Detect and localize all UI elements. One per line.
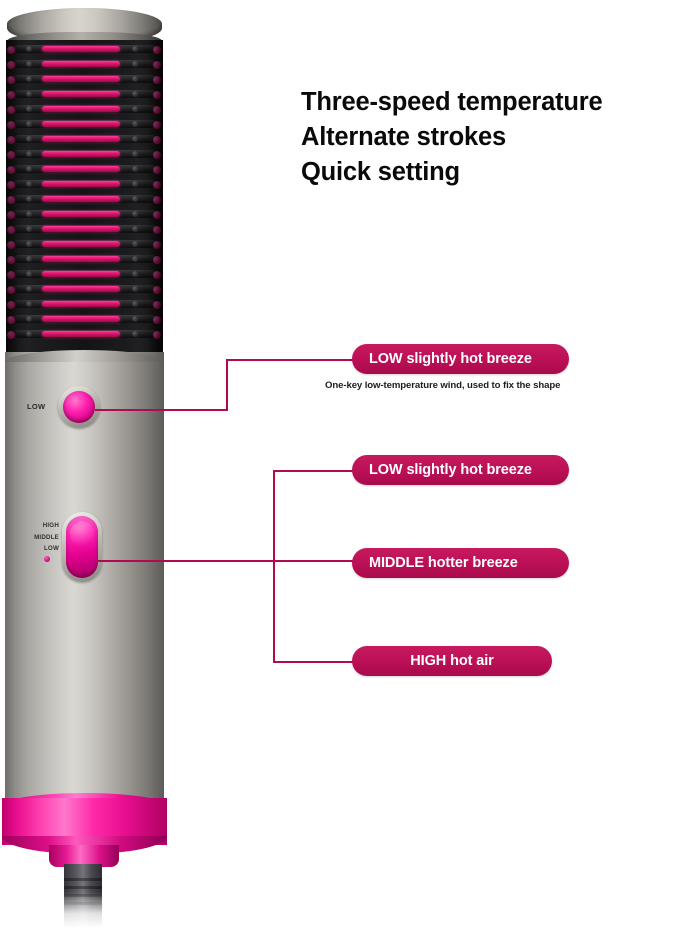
speed-switch-labels: HIGH MIDDLE LOW bbox=[31, 520, 59, 555]
connector-2-branch-mid bbox=[273, 560, 354, 562]
connector-2-branch-bottom bbox=[273, 661, 354, 663]
hair-dryer-brush-image: LOW HIGH MIDDLE LOW bbox=[0, 0, 200, 928]
headline-line-2: Alternate strokes bbox=[301, 123, 506, 151]
callout-pill-low-label: LOW slightly hot breeze bbox=[369, 462, 532, 478]
connector-1-segment-b bbox=[226, 359, 228, 411]
callout-subtitle: One-key low-temperature wind, used to fi… bbox=[325, 380, 561, 391]
speed-label-low: LOW bbox=[43, 545, 59, 552]
low-power-button[interactable] bbox=[63, 391, 95, 423]
page-title: Three-speed temperature Alternate stroke… bbox=[301, 85, 679, 190]
low-button-label: LOW bbox=[27, 402, 46, 411]
callout-pill-low[interactable]: LOW slightly hot breeze bbox=[352, 455, 569, 485]
brush-head-bristles bbox=[6, 40, 163, 356]
headline-line-1: Three-speed temperature bbox=[301, 88, 603, 116]
callout-pill-middle-label: MIDDLE hotter breeze bbox=[369, 555, 518, 571]
connector-2-stem bbox=[95, 560, 275, 562]
headline-line-3: Quick setting bbox=[301, 158, 460, 186]
base-collar-step bbox=[49, 845, 119, 867]
speed-label-middle: MIDDLE bbox=[34, 533, 59, 541]
speed-slider-knob[interactable] bbox=[66, 516, 98, 578]
cord-fade-overlay bbox=[60, 892, 106, 928]
handle-top-edge bbox=[5, 350, 164, 362]
speed-slider-indicator-dot bbox=[44, 556, 50, 562]
connector-2-branch-top bbox=[273, 470, 354, 472]
callout-pill-low-primary-label: LOW slightly hot breeze bbox=[369, 351, 532, 367]
callout-pill-low-primary[interactable]: LOW slightly hot breeze bbox=[352, 344, 569, 374]
connector-2-spine bbox=[273, 470, 275, 662]
speed-label-high: HIGH bbox=[42, 522, 59, 529]
callout-pill-high[interactable]: HIGH hot air bbox=[352, 646, 552, 676]
connector-1-segment-a bbox=[95, 409, 228, 411]
speed-slider-gloss bbox=[70, 521, 94, 547]
callout-pill-high-label: HIGH hot air bbox=[410, 653, 494, 669]
callout-pill-middle[interactable]: MIDDLE hotter breeze bbox=[352, 548, 569, 578]
connector-1-segment-c bbox=[226, 359, 354, 361]
